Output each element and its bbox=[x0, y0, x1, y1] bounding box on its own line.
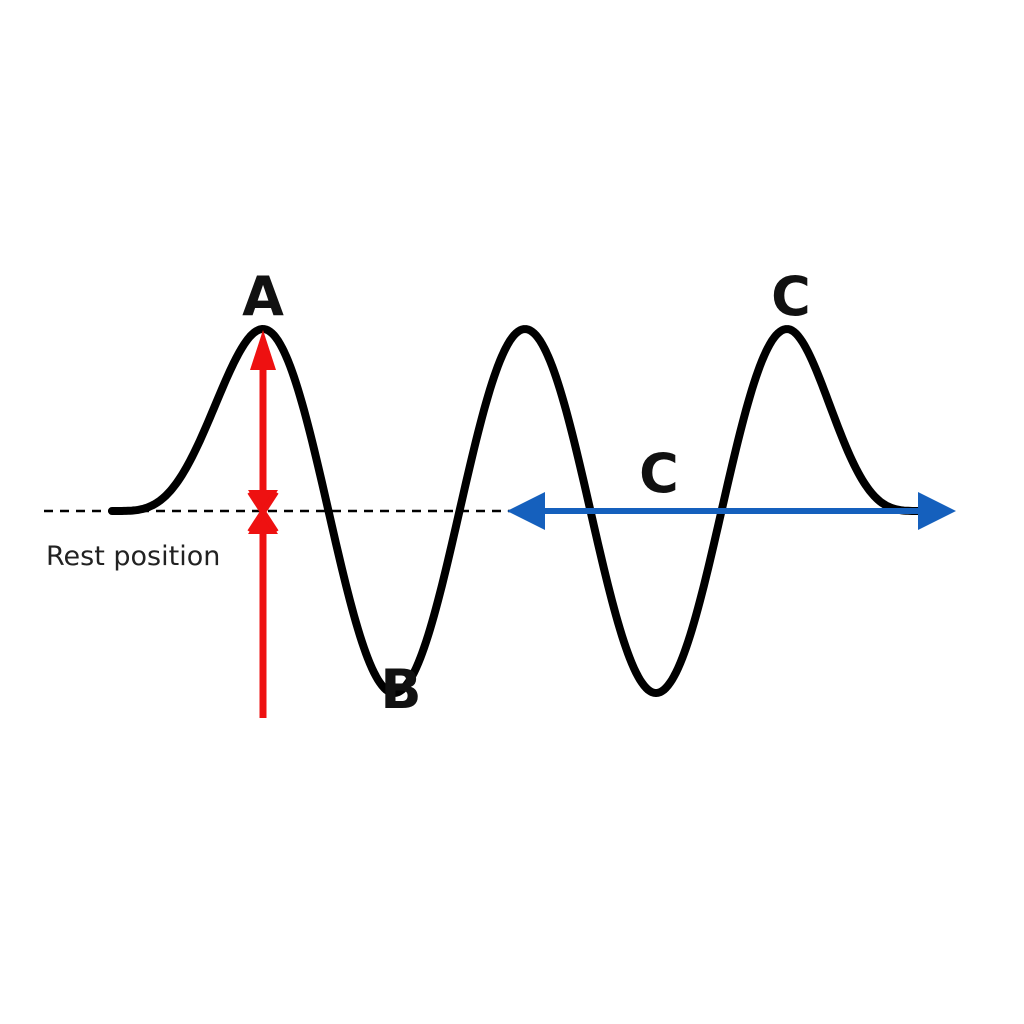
label-trough-b: B bbox=[380, 658, 421, 721]
amplitude-arrow-marker-x2 bbox=[247, 490, 279, 534]
label-wavelength-c: C bbox=[639, 442, 679, 505]
label-crest-a: A bbox=[242, 265, 284, 328]
wave-curve bbox=[108, 325, 926, 697]
label-crest-c: C bbox=[771, 265, 811, 328]
label-rest-position: Rest position bbox=[46, 541, 220, 572]
wavelength-arrow-head-left bbox=[507, 492, 545, 530]
amplitude-arrow-head-top bbox=[250, 330, 276, 370]
wavelength-arrow-head-right bbox=[918, 492, 956, 530]
